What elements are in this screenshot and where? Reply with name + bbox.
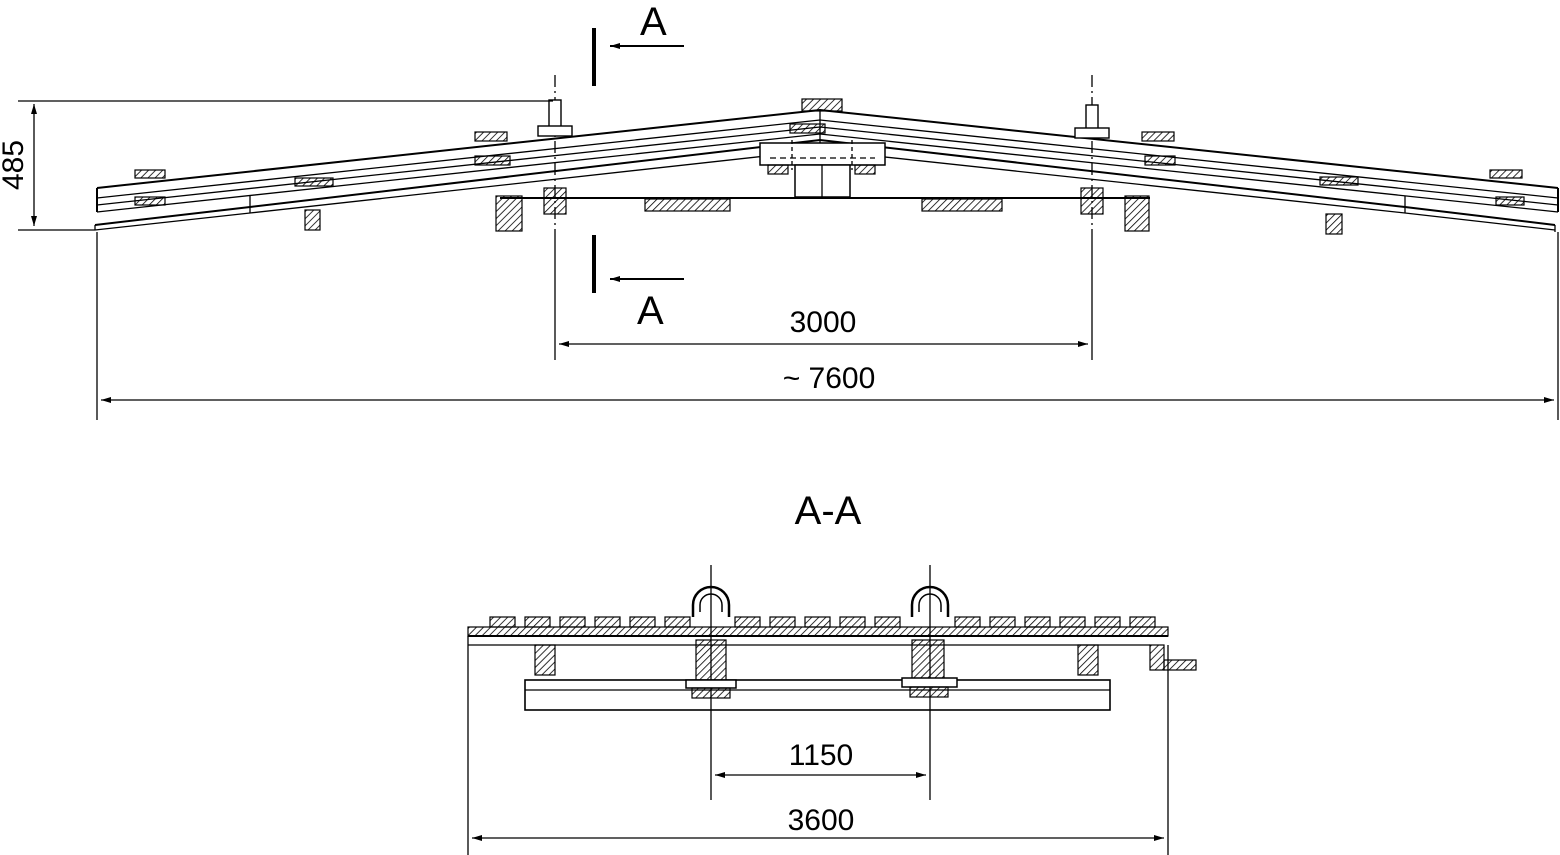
right-u-bolt	[901, 565, 958, 800]
section-bolt-spacing-label: 1150	[789, 739, 854, 772]
section-cut-marks: A A	[592, 0, 684, 333]
left-bolt-assembly	[537, 75, 573, 230]
section-dimensions: 1150 3600	[467, 636, 1169, 855]
chord-brackets	[134, 131, 1525, 235]
section-width-label: 3600	[788, 804, 855, 837]
height-dimension-label: 485	[0, 140, 30, 190]
section-view	[467, 565, 1197, 800]
section-mark-top-label: A	[640, 0, 667, 44]
elevation-view	[94, 75, 1559, 235]
section-title: A-A	[795, 489, 862, 533]
deck-tiles	[489, 616, 1156, 628]
overall-length-label: ~ 7600	[783, 362, 876, 395]
bolt-spacing-label: 3000	[790, 306, 857, 339]
left-u-bolt	[685, 565, 737, 800]
section-mark-bottom-label: A	[637, 289, 664, 333]
central-hub	[759, 98, 886, 198]
elevation-dimensions: 485 3000 ~ 7600	[0, 100, 1559, 420]
right-bolt-assembly	[1074, 75, 1110, 230]
